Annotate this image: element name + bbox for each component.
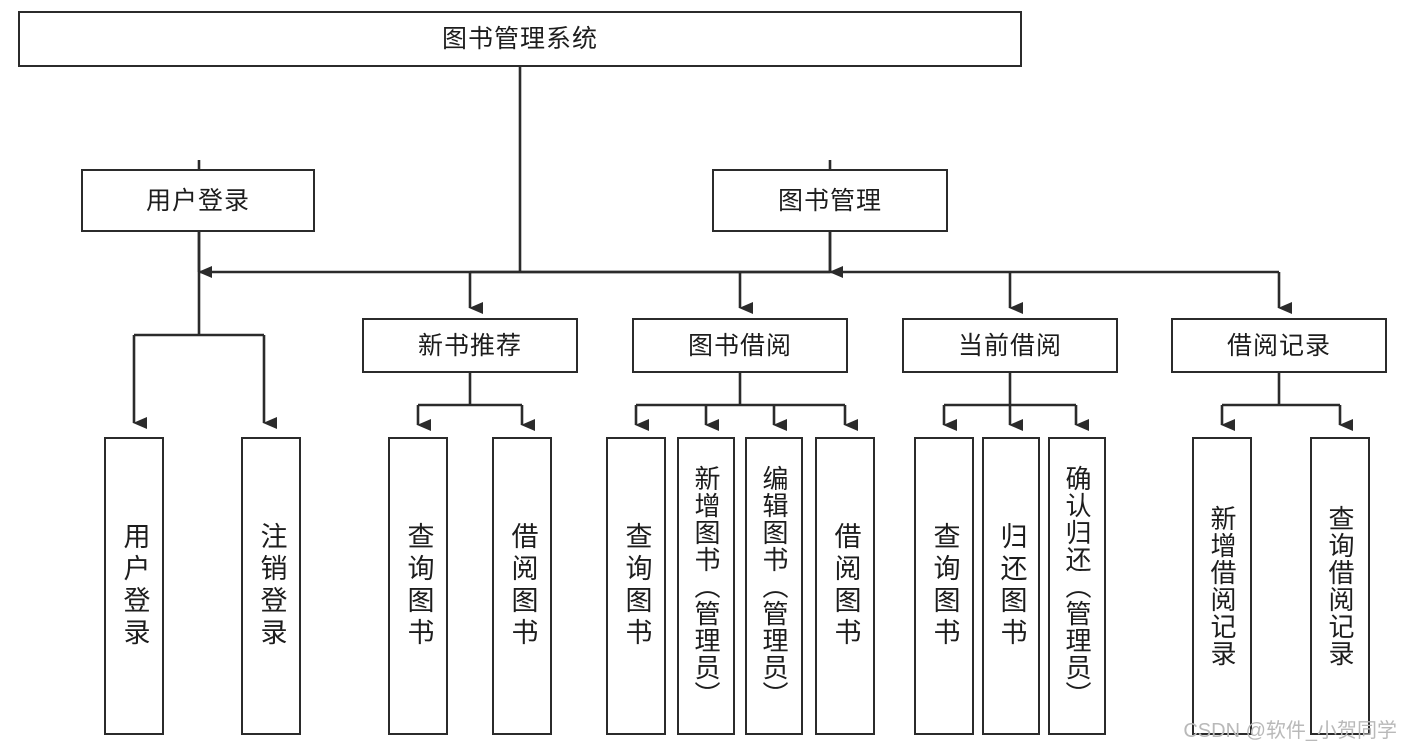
leaf-label: 查询图书 [929,522,960,650]
node-book-borrow[interactable]: 图书借阅 [632,318,848,373]
node-borrow-record-label: 借阅记录 [1226,331,1331,360]
leaf-book-borrow-borrow[interactable]: 借阅图书 [815,437,875,735]
leaf-current-borrow-confirm-return[interactable]: 确认归还（管理员） [1048,437,1106,735]
node-borrow-record[interactable]: 借阅记录 [1171,318,1387,373]
leaf-user-login-logout[interactable]: 注销登录 [241,437,301,735]
leaf-label: 查询图书 [621,522,652,650]
node-new-book-recommend[interactable]: 新书推荐 [362,318,578,373]
leaf-label: 确认归还（管理员） [1062,464,1092,708]
leaf-label: 新增图书（管理员） [691,464,721,708]
leaf-label: 用户登录 [119,522,150,650]
csdn-watermark: CSDN @软件_小贺同学 [1183,720,1397,742]
leaf-book-borrow-query[interactable]: 查询图书 [606,437,666,735]
node-current-borrow-label: 当前借阅 [957,331,1062,360]
leaf-borrow-record-add[interactable]: 新增借阅记录 [1192,437,1252,735]
node-root-label: 图书管理系统 [441,25,598,53]
node-book-management-label: 图书管理 [777,186,882,215]
leaf-new-book-query[interactable]: 查询图书 [388,437,448,735]
leaf-new-book-borrow[interactable]: 借阅图书 [492,437,552,735]
node-user-login[interactable]: 用户登录 [81,169,315,232]
node-current-borrow[interactable]: 当前借阅 [902,318,1118,373]
node-book-management[interactable]: 图书管理 [712,169,948,232]
leaf-label: 借阅图书 [507,522,538,650]
leaf-label: 新增借阅记录 [1207,505,1237,667]
leaf-book-borrow-add[interactable]: 新增图书（管理员） [677,437,735,735]
leaf-user-login-login[interactable]: 用户登录 [104,437,164,735]
node-user-login-label: 用户登录 [145,186,250,215]
node-new-book-recommend-label: 新书推荐 [417,331,522,360]
leaf-borrow-record-query[interactable]: 查询借阅记录 [1310,437,1370,735]
leaf-label: 借阅图书 [830,522,861,650]
leaf-current-borrow-return[interactable]: 归还图书 [982,437,1040,735]
node-root[interactable]: 图书管理系统 [18,11,1022,67]
node-book-borrow-label: 图书借阅 [687,331,792,360]
leaf-book-borrow-edit[interactable]: 编辑图书（管理员） [745,437,803,735]
leaf-label: 归还图书 [996,522,1027,650]
leaf-label: 注销登录 [256,522,287,650]
leaf-current-borrow-query[interactable]: 查询图书 [914,437,974,735]
leaf-label: 查询图书 [403,522,434,650]
leaf-label: 查询借阅记录 [1325,505,1355,667]
leaf-label: 编辑图书（管理员） [759,464,789,708]
